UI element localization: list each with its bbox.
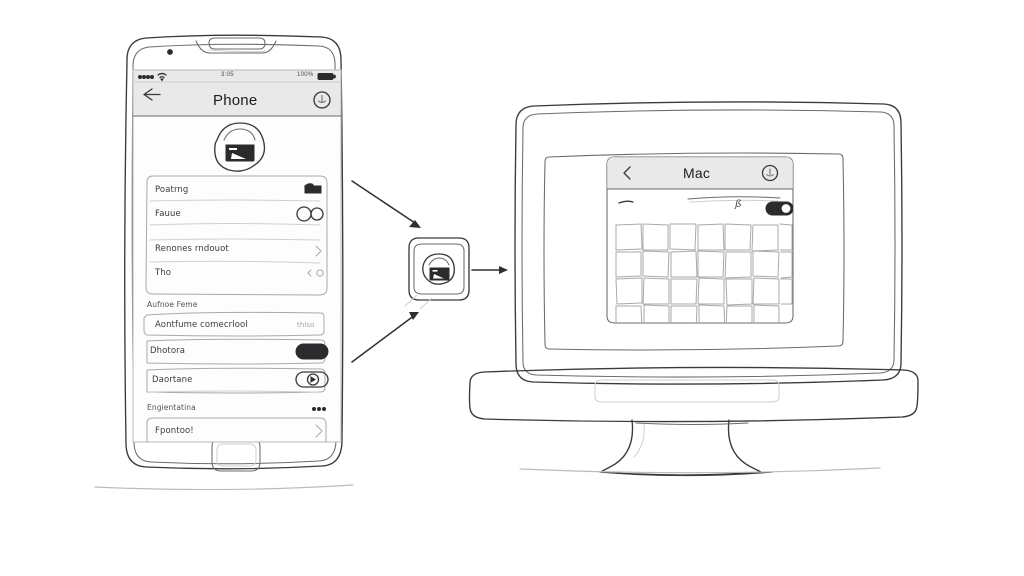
row-control-chevron-2 — [315, 424, 323, 438]
row-control-marks — [307, 269, 324, 277]
phone-action-icon — [313, 91, 331, 109]
list-item-label[interactable]: Daortane — [152, 375, 193, 385]
row-control-chevron — [315, 245, 322, 257]
signal-icon — [138, 75, 154, 79]
list-item-label[interactable]: Fauue — [155, 209, 181, 219]
section-header: Engientatina — [147, 403, 196, 412]
transfer-badge — [408, 237, 470, 301]
mac-scribble-right — [687, 196, 781, 200]
battery-icon — [317, 73, 336, 80]
phone-back-icon — [143, 88, 161, 101]
list-item-label[interactable]: Dhotora — [150, 346, 186, 356]
mac-window — [606, 156, 794, 324]
toggle-off — [295, 371, 329, 388]
list-item-label[interactable]: Fpontoo! — [155, 426, 194, 436]
phone-list-group-1 — [145, 175, 328, 296]
phone-status-time: 3:05 — [221, 71, 234, 78]
page-title: Phone — [213, 92, 258, 109]
list-item-label[interactable]: Tho — [155, 268, 172, 278]
mac-scribble-left — [618, 200, 634, 204]
phone-list-group-2 — [143, 311, 329, 394]
arrow-badge-to-mac — [471, 266, 508, 274]
mac-page-title: Mac — [683, 165, 711, 181]
row-control-double-circle — [296, 206, 324, 222]
list-item-label[interactable]: Renones rndouot — [155, 244, 229, 254]
list-item-label[interactable]: Poatrng — [155, 185, 189, 195]
ellipsis-icon — [312, 407, 326, 411]
mac-grid — [615, 223, 793, 323]
section-header: Aufnoe Feme — [147, 300, 198, 309]
phone-status-battery-text: 100% — [297, 71, 314, 78]
wifi-icon — [157, 72, 167, 82]
mac-toggle-on — [765, 201, 793, 216]
mac-back-icon — [623, 166, 631, 180]
list-item-value: thlso — [297, 321, 315, 329]
list-item-label[interactable]: Aontfume comecrlool — [155, 320, 248, 330]
phone-list-group-3 — [146, 407, 327, 442]
toggle-on — [295, 343, 329, 360]
phone-screen — [132, 69, 342, 443]
app-icon — [214, 122, 266, 172]
arrow-phone-to-badge-lower — [351, 297, 433, 363]
row-control-dark-badge — [303, 183, 322, 194]
arrow-phone-to-badge — [351, 180, 421, 228]
badge-leader-line — [404, 294, 418, 307]
monitor-outer-shell — [468, 101, 919, 477]
mac-action-icon — [761, 164, 779, 182]
mac-toolbar-label: ß — [735, 199, 742, 210]
